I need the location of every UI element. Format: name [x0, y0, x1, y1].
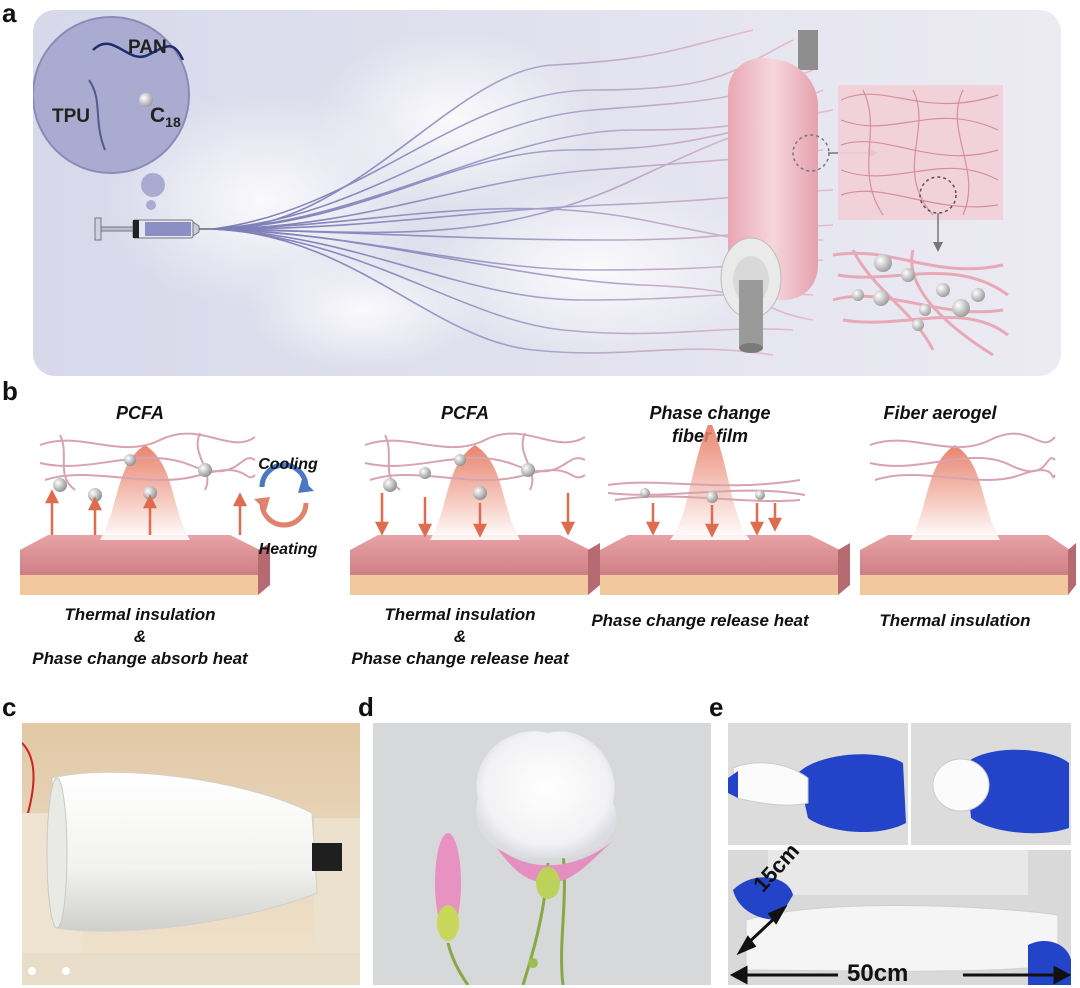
- fiber-network-1: [39, 432, 256, 491]
- panel-e-photo-finger-1: [728, 723, 908, 845]
- tpu-label: TPU: [52, 106, 90, 127]
- fiber-roll: [51, 771, 318, 932]
- c18-label: C18: [150, 104, 181, 130]
- length-label: 50cm: [847, 960, 909, 987]
- panel-b-caption-4: Thermal insulation: [879, 611, 1031, 630]
- panel-b-caption-1: Thermal insulation & Phase change absorb…: [32, 605, 248, 669]
- open-flower: [493, 841, 613, 883]
- heat-plume-4: [910, 445, 1000, 540]
- collector-roller: [720, 30, 818, 353]
- cycle-arrows-icon: [254, 462, 314, 528]
- skin-block-4: [860, 535, 1076, 595]
- fiber-particles-zoom: [832, 249, 1009, 357]
- pan-chain: [92, 42, 185, 61]
- panel-b-illustration: [20, 425, 1076, 595]
- pcm-particles-2: [383, 454, 535, 500]
- pcm-particles-1: [53, 454, 212, 502]
- skin-block-3: [600, 535, 850, 595]
- panel-c-photo: [22, 723, 360, 985]
- c18-particle: [139, 93, 153, 107]
- heating-label: Heating: [258, 541, 318, 558]
- skin-block-2: [350, 535, 600, 595]
- panel-b-title-1: PCFA: [115, 403, 164, 423]
- panel-b-caption-2: Thermal insulation & Phase change releas…: [351, 605, 569, 669]
- c18-base: C: [150, 104, 166, 127]
- width-arrow: [736, 904, 788, 956]
- heat-arrows-down-2: [374, 493, 576, 538]
- tpu-chain: [88, 79, 106, 151]
- panel-a-illustration: [33, 10, 1061, 376]
- stem-3: [446, 942, 470, 985]
- panel-b-caption-3: Phase change release heat: [591, 611, 809, 630]
- roller-shaft: [312, 843, 342, 871]
- panel-d-letter: d: [358, 692, 374, 722]
- c18-subscript: 18: [165, 114, 181, 131]
- fiber-network-2: [364, 432, 586, 491]
- panel-d-photo: [373, 723, 711, 985]
- pcm-particles-3: [640, 488, 765, 503]
- panel-b-title-4: Fiber aerogel: [883, 403, 997, 423]
- syringe-icon: [94, 217, 213, 241]
- panel-e-letter: e: [709, 692, 724, 722]
- heat-plume-3: [670, 425, 750, 540]
- flower-bud: [435, 833, 461, 933]
- materials-inset: [33, 16, 190, 210]
- aerogel-cotton: [476, 731, 617, 859]
- skin-block-1: [20, 535, 270, 595]
- panel-c-letter: c: [2, 692, 17, 722]
- heat-arrows-down-3: [645, 503, 783, 538]
- fiber-network-4: [869, 432, 1056, 481]
- panel-b-title-3: Phase change fiber film: [649, 403, 771, 447]
- heat-arrows-up: [44, 489, 248, 535]
- panel-b-letter: b: [2, 376, 18, 406]
- pan-label: PAN: [128, 37, 167, 58]
- panel-e-photo-finger-2: [911, 723, 1071, 845]
- panel-a-letter: a: [2, 0, 17, 28]
- panel-b-title-2: PCFA: [440, 403, 489, 423]
- fiber-mat-zoom: [792, 85, 1003, 252]
- length-arrow: [729, 965, 1071, 985]
- panel-e-photo-sheet: [728, 850, 1071, 985]
- cooling-label: Cooling: [258, 456, 318, 473]
